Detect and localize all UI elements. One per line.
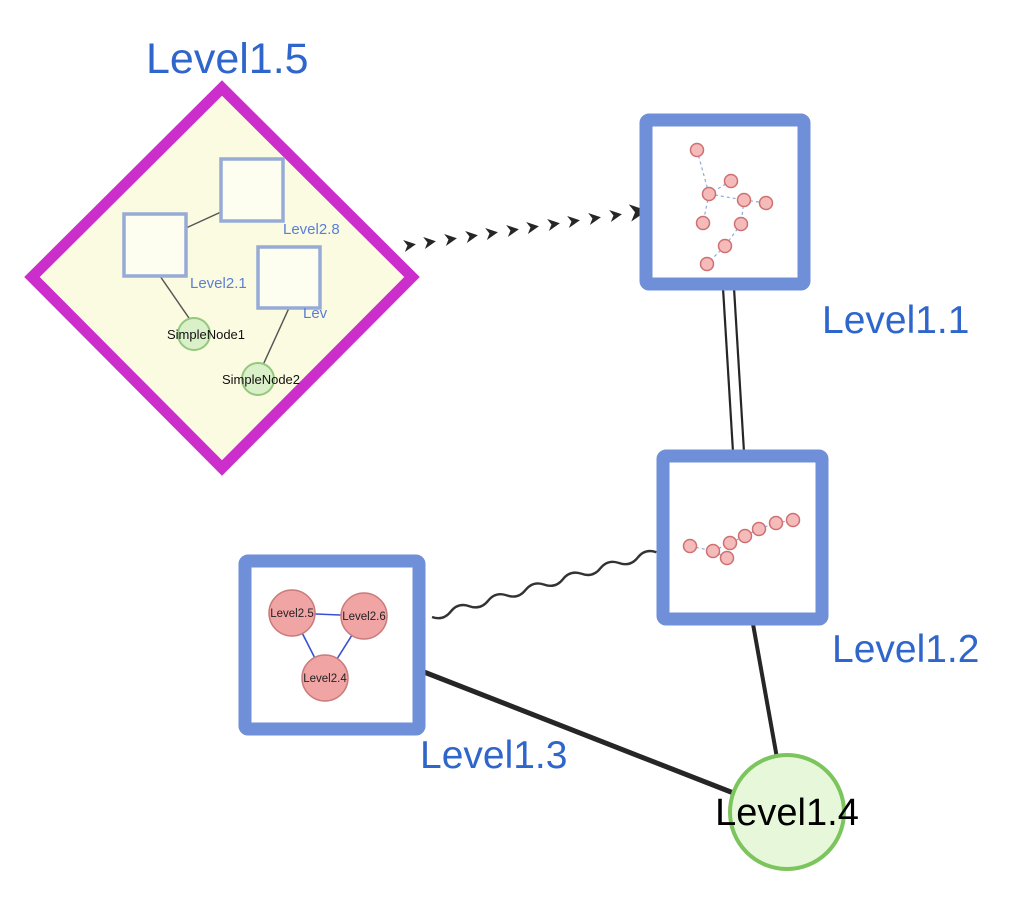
level24-node[interactable] (301, 654, 349, 702)
mini-node[interactable] (733, 216, 749, 232)
inner-edge[interactable] (159, 275, 192, 322)
arrow-dash-icon (609, 208, 623, 222)
mini-node[interactable] (736, 192, 752, 208)
mini-node[interactable] (701, 186, 717, 202)
mini-node[interactable] (723, 173, 739, 189)
mini-node[interactable] (751, 521, 767, 537)
level15-diamond[interactable] (24, 80, 420, 476)
mini-node[interactable] (705, 543, 721, 559)
level26-label: Level2.6 (342, 611, 385, 623)
level13-box[interactable] (238, 554, 426, 736)
level12-label: Level1.2 (832, 628, 979, 671)
node-level13-group[interactable]: Level2.5 Level2.6 Level2.4 (238, 554, 426, 736)
inner-square-level28-label: Level2.8 (283, 221, 340, 238)
mini-node[interactable] (719, 550, 735, 566)
mini-edge[interactable] (708, 180, 732, 195)
mini-node[interactable] (758, 195, 774, 211)
arrow-dash-icon (588, 211, 602, 225)
level11-mini-nodes (689, 142, 774, 272)
mini-node[interactable] (737, 528, 753, 544)
simplenode2-label: SimpleNode2 (222, 372, 300, 387)
arrow-dash-icon (465, 229, 479, 243)
inner-square-level21-label: Level2.1 (190, 275, 247, 292)
inner-square-lev-label: Lev (303, 305, 328, 322)
level15-label: Level1.5 (146, 35, 309, 83)
inner-edge[interactable] (262, 307, 290, 366)
level25-node[interactable] (268, 589, 316, 637)
arrow-dash-icon (444, 232, 458, 246)
simplenode2-circle[interactable] (241, 362, 275, 396)
level14-label: Level1.4 (715, 792, 859, 834)
edge-level11-level12[interactable] (721, 287, 746, 453)
inner-edge[interactable] (185, 211, 222, 229)
node-level15-group[interactable]: Level2.8 Level2.1 Lev SimpleNode1 Simple… (24, 80, 420, 476)
mini-node[interactable] (689, 142, 705, 158)
level11-box[interactable] (639, 113, 811, 291)
mini-node[interactable] (785, 512, 801, 528)
level13-label: Level1.3 (420, 734, 567, 777)
node-level12-group[interactable] (656, 449, 829, 626)
edge-level13-level14[interactable] (423, 669, 737, 797)
level14-circle[interactable] (728, 753, 846, 871)
mini-edge[interactable] (724, 223, 742, 247)
level12-mini-nodes (682, 512, 801, 566)
node-level11-group[interactable] (639, 113, 811, 291)
mini-edge[interactable] (706, 245, 726, 265)
mini-edge[interactable] (696, 149, 710, 195)
edge-level12-level14[interactable] (751, 623, 779, 759)
mini-node[interactable] (699, 256, 715, 272)
level26-node[interactable] (340, 592, 388, 640)
double-line-part (721, 287, 735, 453)
node-level14-group[interactable]: Level1.4 (715, 753, 859, 871)
mini-node[interactable] (722, 535, 738, 551)
arrow-dash-icon (506, 223, 520, 237)
mini-node[interactable] (768, 515, 784, 531)
simplenode1-circle[interactable] (177, 317, 211, 351)
arrow-dash-icon (567, 214, 581, 228)
level11-label: Level1.1 (822, 299, 969, 342)
mini-node[interactable] (695, 215, 711, 231)
arrow-dash-icon (403, 238, 417, 252)
inner-square-level21[interactable] (122, 212, 188, 278)
level25-label: Level2.5 (270, 608, 313, 620)
simplenode1-label: SimpleNode1 (167, 327, 245, 342)
mini-node[interactable] (717, 238, 733, 254)
arrow-dash-icon (485, 226, 499, 240)
arrow-dash-icon (526, 220, 540, 234)
arrow-dash-icon (547, 217, 561, 231)
level24-label: Level2.4 (303, 673, 347, 685)
inner-square-lev[interactable] (256, 245, 322, 310)
arrow-dash-icon (423, 235, 437, 249)
mini-node[interactable] (682, 538, 698, 554)
inner-square-level28[interactable] (219, 157, 285, 223)
edge-level15-level11[interactable] (403, 201, 649, 252)
level13-triangle-nodes (268, 589, 388, 702)
edge-level13-level12-wavy[interactable] (431, 549, 657, 620)
double-line-part (732, 287, 746, 453)
